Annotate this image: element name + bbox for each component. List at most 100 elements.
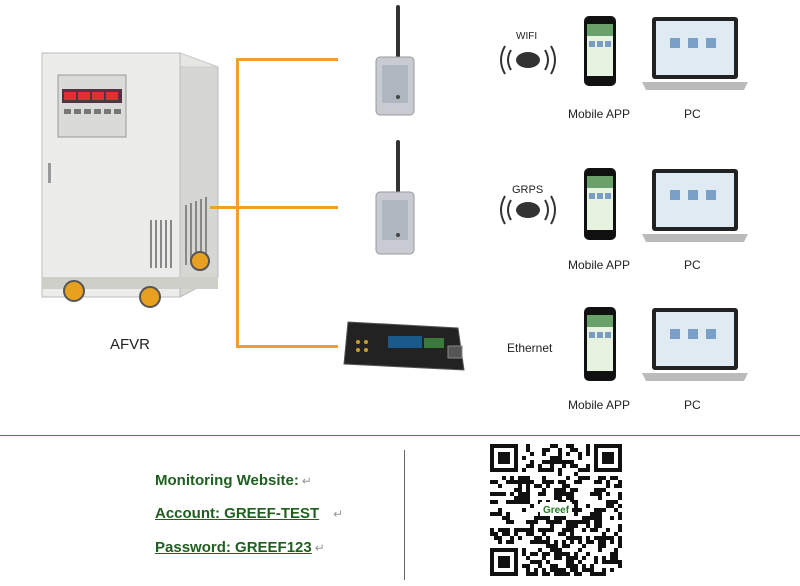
qr-cell xyxy=(570,496,574,500)
qr-cell xyxy=(502,532,506,536)
qr-cell xyxy=(514,480,518,484)
qr-cell xyxy=(618,484,622,488)
qr-cell xyxy=(594,536,598,540)
qr-cell xyxy=(494,536,498,540)
qr-cell xyxy=(614,556,618,560)
password-text[interactable]: Password: GREEF123 xyxy=(155,539,312,556)
laptop-icon-row3 xyxy=(642,308,748,381)
qr-cell xyxy=(614,552,618,556)
qr-cell xyxy=(534,552,538,556)
qr-cell xyxy=(614,500,618,504)
qr-cell xyxy=(598,548,602,552)
qr-cell xyxy=(530,464,534,468)
qr-cell xyxy=(514,488,518,492)
qr-cell xyxy=(554,488,558,492)
qr-cell xyxy=(526,568,530,572)
qr-cell xyxy=(558,556,562,560)
qr-cell xyxy=(518,488,522,492)
qr-cell xyxy=(538,540,542,544)
qr-cell xyxy=(558,452,562,456)
qr-cell xyxy=(618,536,622,540)
qr-cell xyxy=(574,536,578,540)
qr-cell xyxy=(542,528,546,532)
qr-cell xyxy=(618,540,622,544)
qr-cell xyxy=(606,480,610,484)
qr-cell xyxy=(506,516,510,520)
qr-cell xyxy=(518,528,522,532)
qr-cell xyxy=(562,544,566,548)
qr-cell xyxy=(582,516,586,520)
qr-cell xyxy=(534,536,538,540)
qr-cell xyxy=(566,496,570,500)
qr-cell xyxy=(518,492,522,496)
qr-cell xyxy=(538,560,542,564)
wifi-module xyxy=(375,5,415,116)
qr-cell xyxy=(562,492,566,496)
qr-cell xyxy=(566,552,570,556)
qr-cell xyxy=(602,488,606,492)
qr-cell xyxy=(562,532,566,536)
channel-label-ethernet: Ethernet xyxy=(507,341,553,355)
qr-cell xyxy=(494,500,498,504)
qr-cell xyxy=(590,516,594,520)
qr-cell xyxy=(498,540,502,544)
afvr-cabinet xyxy=(41,52,219,308)
qr-cell xyxy=(526,564,530,568)
qr-cell xyxy=(530,460,534,464)
qr-cell xyxy=(598,508,602,512)
qr-cell xyxy=(574,568,578,572)
qr-cell xyxy=(494,512,498,516)
qr-cell xyxy=(554,564,558,568)
qr-cell xyxy=(510,520,514,524)
qr-cell xyxy=(562,540,566,544)
qr-cell xyxy=(534,560,538,564)
qr-cell xyxy=(610,500,614,504)
qr-cell xyxy=(570,492,574,496)
qr-cell xyxy=(542,568,546,572)
qr-cell xyxy=(530,528,534,532)
account-text[interactable]: Account: GREEF-TEST xyxy=(155,505,320,522)
qr-cell xyxy=(590,572,594,576)
qr-cell xyxy=(562,488,566,492)
qr-cell xyxy=(594,556,598,560)
qr-cell xyxy=(554,572,558,576)
qr-cell xyxy=(570,520,574,524)
qr-cell xyxy=(498,512,502,516)
qr-cell xyxy=(550,480,554,484)
wire-trunk xyxy=(236,58,239,348)
qr-cell xyxy=(598,476,602,480)
qr-cell xyxy=(618,496,622,500)
qr-cell xyxy=(490,532,494,536)
qr-cell xyxy=(510,500,514,504)
qr-cell xyxy=(590,564,594,568)
grps-signal-icon xyxy=(500,195,556,225)
qr-cell xyxy=(570,444,574,448)
qr-cell xyxy=(538,468,542,472)
qr-cell xyxy=(546,460,550,464)
qr-cell xyxy=(562,464,566,468)
qr-cell xyxy=(586,524,590,528)
qr-cell xyxy=(526,480,530,484)
qr-cell xyxy=(606,484,610,488)
qr-cell xyxy=(538,492,542,496)
qr-cell xyxy=(494,480,498,484)
qr-cell xyxy=(594,508,598,512)
qr-cell xyxy=(598,524,602,528)
qr-cell xyxy=(542,556,546,560)
qr-cell xyxy=(570,464,574,468)
qr-cell xyxy=(558,532,562,536)
qr-cell xyxy=(570,528,574,532)
qr-cell xyxy=(598,496,602,500)
qr-code-image[interactable]: Greef xyxy=(490,444,622,576)
qr-cell xyxy=(534,516,538,520)
qr-cell xyxy=(566,492,570,496)
qr-cell xyxy=(518,496,522,500)
qr-cell xyxy=(490,480,494,484)
qr-cell xyxy=(490,492,494,496)
qr-cell xyxy=(546,520,550,524)
qr-cell xyxy=(574,572,578,576)
channel-label-wifi: WIFI xyxy=(516,31,538,42)
qr-cell xyxy=(610,516,614,520)
qr-cell xyxy=(594,528,598,532)
qr-cell xyxy=(618,524,622,528)
